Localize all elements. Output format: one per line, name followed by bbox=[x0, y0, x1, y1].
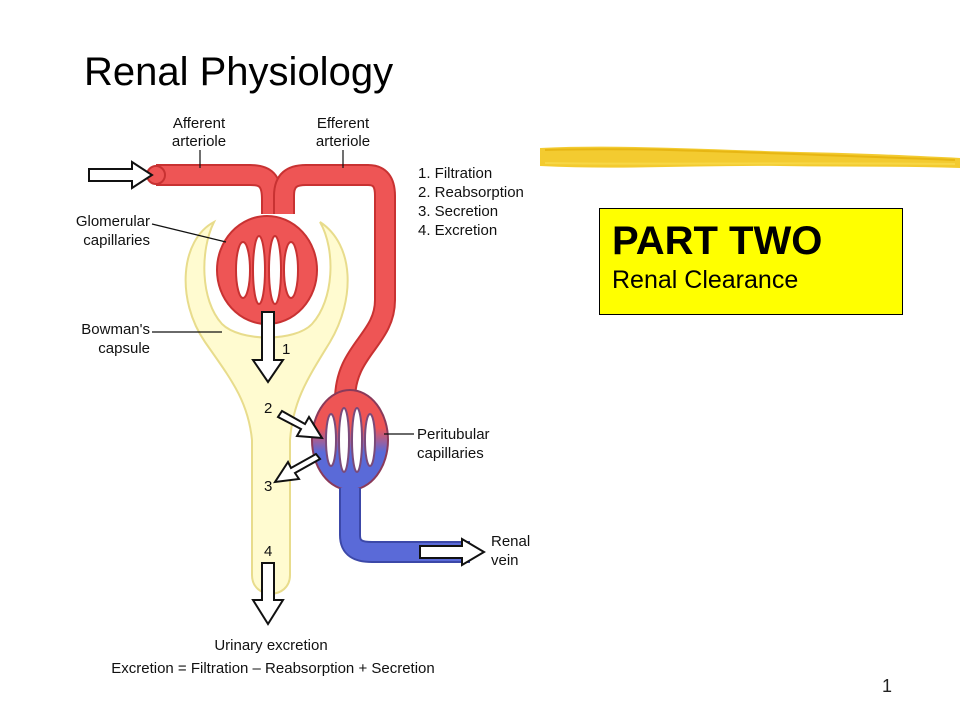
step-number-3: 3 bbox=[264, 478, 272, 495]
glomerular-leader-line bbox=[151, 223, 227, 243]
renal-vein-arrow-icon bbox=[419, 537, 486, 567]
afferent-label-line2: arteriole bbox=[172, 133, 226, 150]
excretion-equation: Excretion = Filtration – Reabsorption + … bbox=[111, 660, 435, 677]
renal-vein-label-line2: vein bbox=[491, 552, 519, 569]
filtration-arrow-icon bbox=[251, 311, 285, 384]
step-number-4: 4 bbox=[264, 543, 272, 560]
process-excretion: 4. Excretion bbox=[418, 222, 497, 239]
bowman-label-line1: Bowman's bbox=[81, 321, 150, 338]
glomerulus bbox=[216, 215, 318, 325]
efferent-label-line2: arteriole bbox=[316, 133, 370, 150]
renal-vein-label-line1: Renal bbox=[491, 533, 530, 550]
efferent-label-line1: Efferent bbox=[317, 115, 370, 132]
glomerular-label-line1: Glomerular bbox=[76, 213, 150, 230]
renal-vein bbox=[339, 488, 470, 563]
reabsorption-arrow-icon bbox=[276, 409, 324, 440]
bowmans-capsule-tubule bbox=[184, 219, 349, 595]
step-number-2: 2 bbox=[264, 400, 272, 417]
process-reabsorption: 2. Reabsorption bbox=[418, 184, 524, 201]
secretion-arrow-icon bbox=[272, 452, 322, 484]
process-filtration: 1. Filtration bbox=[418, 165, 492, 182]
step-number-1: 1 bbox=[282, 341, 290, 358]
inflow-arrow-icon bbox=[88, 160, 154, 190]
afferent-label-line1: Afferent bbox=[173, 115, 226, 132]
page-number: 1 bbox=[882, 676, 893, 696]
peritubular-label-line2: capillaries bbox=[417, 445, 484, 462]
part-two-box: PART TWO Renal Clearance bbox=[599, 208, 903, 315]
excretion-arrow-icon bbox=[251, 562, 285, 626]
arteriole-tubes bbox=[146, 164, 396, 401]
slide-title: Renal Physiology bbox=[84, 50, 394, 94]
highlighter-stroke bbox=[540, 146, 960, 168]
peritubular-label-line1: Peritubular bbox=[417, 426, 490, 443]
urinary-excretion-label: Urinary excretion bbox=[214, 637, 327, 654]
part-subtitle: Renal Clearance bbox=[612, 266, 799, 294]
bowman-label-line2: capsule bbox=[98, 340, 150, 357]
part-title: PART TWO bbox=[612, 219, 823, 263]
glomerular-label-line2: capillaries bbox=[83, 232, 150, 249]
process-secretion: 3. Secretion bbox=[418, 203, 498, 220]
peritubular-capillaries bbox=[311, 389, 389, 491]
